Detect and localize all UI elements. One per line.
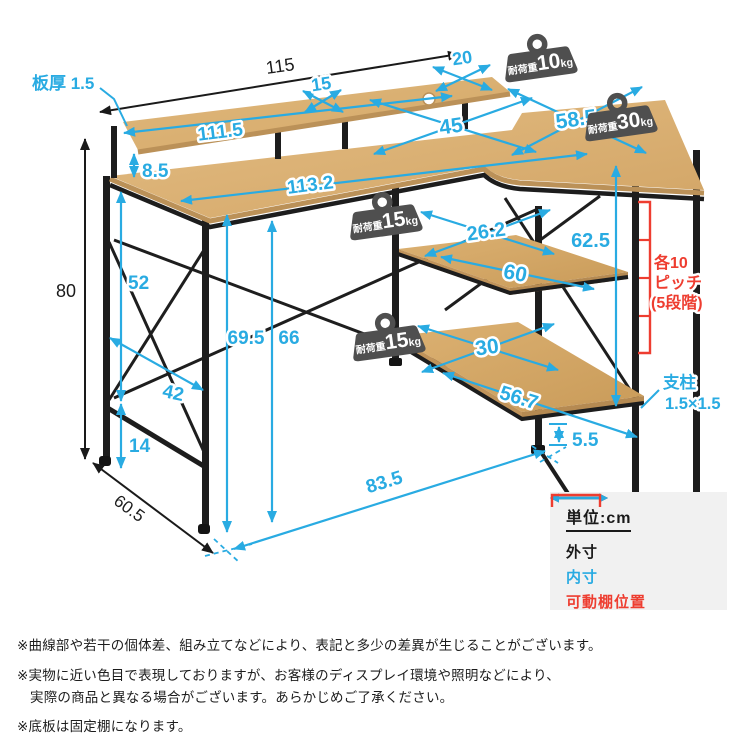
desk-back-left-leg (103, 176, 110, 462)
pitch-note-line1: 各10 (653, 253, 688, 272)
load-badge-middle-shelf: 耐荷重15kg (350, 191, 423, 241)
dim-bottom-shelf-depth (417, 322, 559, 374)
dim-total-height-label: 80 (56, 281, 76, 301)
legend-row-inner: 内寸 (550, 493, 715, 589)
dim-total-depth-arrow (92, 462, 214, 554)
weight-body-icon (505, 46, 578, 83)
dim-left-inner-height-label: 52 (128, 273, 149, 294)
dim-rack-inner-height-label: 62.5 (571, 230, 610, 252)
badge-value: 30 (616, 108, 642, 134)
shelf-riser-1 (275, 129, 281, 159)
dim-rack-shelf-length-label: 60 (502, 260, 529, 287)
badge-value: 10 (536, 49, 562, 75)
svg-text:耐荷重30kg: 耐荷重30kg (586, 107, 654, 139)
weight-body-icon (350, 204, 423, 241)
badge-unit: kg (640, 115, 654, 129)
shelf-riser-2 (342, 118, 348, 149)
dim-shelf-inner-width-label: 111.5 (196, 119, 244, 145)
desk-middle-post-foot (389, 358, 402, 366)
badge-prefix: 耐荷重 (355, 339, 387, 356)
projection-dashes (204, 445, 567, 564)
legend-row-movable: 可動棚位置 (550, 493, 715, 614)
load-badge-bottom-shelf: 耐荷重15kg (353, 312, 426, 362)
badge-value: 15 (381, 207, 408, 233)
desk-front-left-foot (198, 524, 210, 534)
post-leader (640, 389, 660, 409)
left-cross-brace (107, 241, 206, 453)
dim-rail-floor-gap-label: 14 (129, 436, 151, 457)
legend-inner-label: 内寸 (566, 569, 599, 586)
weight-body-icon (353, 325, 426, 362)
dim-floor-span-label: 83.5 (364, 467, 406, 498)
load-badge-desktop: 耐荷重30kg (585, 92, 658, 142)
legend-box: 単位:cm 外寸 内寸 可動棚位置 (550, 492, 727, 611)
dim-bottom-shelf-height: 5.5 (549, 423, 601, 454)
footnote-1: ※曲線部や若干の個体差、組み立てなどにより、表記と多少の差異が生じることがござい… (17, 638, 602, 653)
pitch-note-line2: ピッチ (654, 274, 702, 292)
pitch-note-line3: (5段階) (651, 293, 703, 312)
dim-shelf-gap-label: 8.5 (142, 161, 169, 182)
movable-shelf-bracket (638, 200, 652, 355)
dim-desk-depth-label: 45 (438, 114, 465, 140)
weight-body-icon (585, 105, 658, 142)
badge-prefix: 耐荷重 (507, 60, 539, 77)
badge-unit: kg (560, 56, 574, 70)
board-thickness-leader (99, 87, 128, 127)
dim-bottom-shelf-height-label: 5.5 (572, 430, 599, 451)
badge-prefix: 耐荷重 (587, 119, 619, 136)
badge-prefix: 耐荷重 (352, 218, 384, 235)
dim-shelf-right-depth (432, 64, 493, 92)
legend-row-outer: 外寸 (550, 493, 715, 564)
badge-value: 15 (384, 328, 411, 354)
badge-unit: kg (405, 214, 419, 228)
dim-under-desk-back-label: 66 (278, 328, 299, 349)
dim-desk-inner-width-arrow (180, 150, 588, 205)
dim-rack-shelf-length-arrow (440, 254, 595, 292)
dim-shelf-depth (302, 89, 344, 113)
dim-bottom-shelf-depth-label: 30 (474, 335, 500, 361)
dim-shelf-right-depth-label: 20 (451, 47, 474, 70)
badge-unit: kg (408, 335, 422, 349)
post-label-line2: 1.5×1.5 (665, 395, 721, 413)
legend-unit-label: 単位:cm (566, 504, 632, 532)
load-badge-monitor-shelf: 耐荷重10kg (505, 33, 578, 83)
svg-text:耐荷重15kg: 耐荷重15kg (351, 206, 419, 238)
dim-bottom-shelf-length-arrow (442, 371, 638, 439)
dim-under-desk-front-label: 69.5 (228, 328, 265, 349)
dim-total-depth-label: 60.5 (110, 491, 148, 526)
dim-total-width-label: 115 (265, 54, 296, 78)
shelf-riser-left (111, 126, 117, 178)
dim-shelf-depth-label: 15 (310, 73, 333, 96)
footnote-2-line2: 実際の商品と異なる場合がございます。あらかじめご了承ください。 (30, 690, 454, 705)
desk-front-left-leg (202, 220, 209, 530)
desk-middle-post (392, 184, 399, 364)
legend-movable-label: 可動棚位置 (566, 594, 647, 611)
dim-left-inner-depth-label: 42 (161, 381, 186, 406)
svg-text:耐荷重15kg: 耐荷重15kg (354, 327, 422, 359)
desk-back-left-foot (99, 456, 111, 466)
dim-rack-shelf-depth (420, 208, 555, 258)
dim-floor-span-arrow (233, 449, 546, 551)
board-thickness-label: 板厚 1.5 (32, 73, 94, 93)
diagram-canvas: 115 80 60.5 111.5 113.2 60 56.7 83.5 8.5… (32, 33, 721, 607)
post-label-line1: 支柱 (663, 372, 697, 392)
footnote-2-line1: ※実物に近い色目で表現しておりますが、お客様のディスプレイ環境や照明などにより、 (17, 668, 560, 683)
footnote-3: ※底板は固定棚になります。 (17, 719, 192, 734)
svg-text:耐荷重10kg: 耐荷重10kg (506, 48, 574, 80)
rack-back-right-post (693, 150, 700, 542)
dim-left-inner-depth (109, 337, 204, 391)
legend-outer-label: 外寸 (566, 544, 599, 561)
dim-desk-inner-width-label: 113.2 (286, 172, 335, 199)
